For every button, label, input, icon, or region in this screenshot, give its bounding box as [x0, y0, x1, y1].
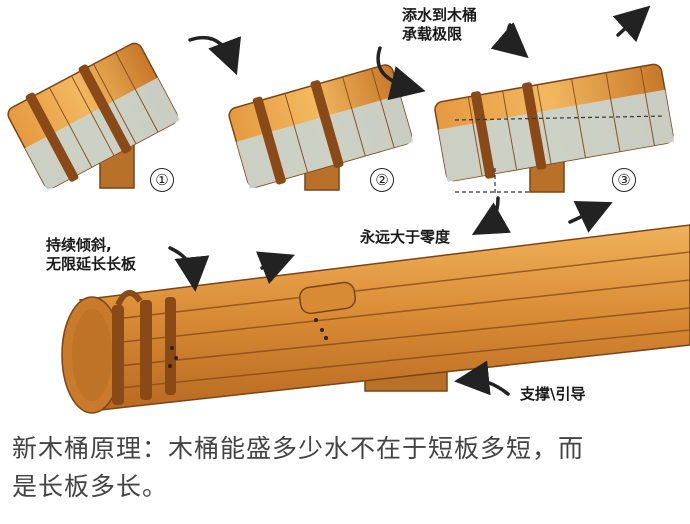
arrow-growth	[256, 251, 295, 285]
left-note-line-1: 持续倾斜,	[46, 236, 112, 254]
arrow-support	[454, 360, 510, 396]
arrow-1-to-2	[188, 35, 242, 76]
arrow-zero-angle	[471, 196, 511, 235]
support-note: 支撑\引导	[520, 385, 586, 403]
top-note-line-2: 承载极限	[402, 25, 463, 43]
caption-line-2: 是长板多长。	[12, 472, 169, 501]
stage-number-3: ③	[612, 168, 636, 192]
arrow-top-note	[490, 22, 529, 59]
zero-degree-note: 永远大于零度	[360, 228, 451, 246]
long-barrel	[61, 224, 690, 414]
barrel-stage-2	[228, 64, 414, 191]
flow-arrows	[168, 5, 651, 396]
arrow-right-mid	[568, 201, 613, 233]
caption-line-1: 新木桶原理：木桶能盛多少水不在于短板多短，而	[12, 434, 585, 463]
arrow-top-right	[612, 5, 651, 43]
left-note: 持续倾斜, 无限延长长板	[46, 236, 136, 274]
top-note-line-1: 添水到木桶	[402, 6, 478, 24]
top-note: 添水到木桶 承载极限	[402, 6, 477, 44]
caption: 新木桶原理：木桶能盛多少水不在于短板多短，而 是长板多长。	[12, 430, 682, 506]
left-note-line-2: 无限延长长板	[46, 255, 137, 273]
stage-number-1: ①	[150, 168, 174, 192]
angle-dashed-lines	[454, 115, 666, 196]
arrow-left-note	[168, 246, 210, 292]
barrel-stage-3	[434, 63, 675, 196]
barrel-stage-1	[7, 42, 180, 191]
stage-number-2: ②	[370, 168, 394, 192]
arrow-2-to-3	[376, 46, 426, 101]
